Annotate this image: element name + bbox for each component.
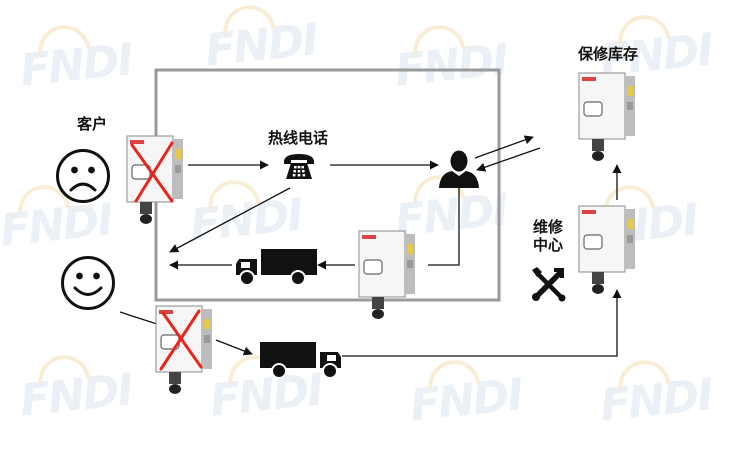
arrow-stock-to-person — [476, 147, 541, 172]
stock-inverter — [578, 72, 635, 161]
replacement-inverter — [358, 230, 415, 319]
truck-icon — [236, 249, 317, 286]
faulty-inverter — [126, 135, 183, 224]
red-cross-icon — [159, 309, 203, 371]
sad-face-icon — [56, 149, 110, 203]
arrow-hotline-to-customer — [169, 187, 291, 253]
arrow-person-to-stock — [474, 135, 534, 159]
red-cross-icon — [130, 141, 174, 203]
line-person-to-inverter — [428, 188, 460, 266]
arrow-truck-to-repair — [342, 289, 622, 357]
repair-center-label-line1: 维修 — [532, 218, 563, 236]
repair-center-label: 维修 中心 — [530, 218, 566, 254]
telephone-icon — [284, 154, 314, 179]
faulty-inverter — [155, 305, 212, 394]
truck-icon — [260, 342, 341, 379]
line-customer-to-faulty-inverter — [119, 311, 161, 326]
customer-label: 客户 — [77, 115, 108, 133]
tools-icon — [532, 267, 566, 302]
repair-center-label-line2: 中心 — [532, 236, 563, 254]
repair-center-inverter — [578, 205, 635, 294]
spare-stock-label: 保修库存 — [578, 45, 639, 63]
person-icon — [439, 150, 479, 188]
happy-face-icon — [61, 256, 115, 310]
hotline-label: 热线电话 — [268, 129, 329, 147]
arrow-faulty-to-truck — [215, 339, 253, 356]
